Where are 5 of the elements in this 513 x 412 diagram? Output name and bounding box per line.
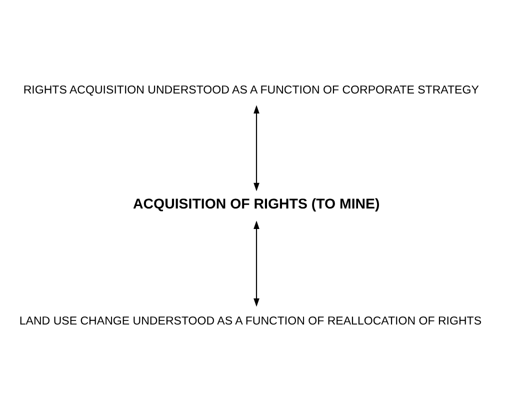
arrow bbox=[254, 220, 260, 307]
node-text: LAND USE CHANGE UNDERSTOOD AS A FUNCTION OF REALLOCATION OF RIGHTS bbox=[19, 315, 482, 328]
node-text: RIGHTS ACQUISITION UNDERSTOOD AS A FUNCTION OF CORPORATE STRATEGY bbox=[23, 84, 479, 97]
arrow bbox=[254, 105, 260, 192]
node-text: ACQUISITION OF RIGHTS (TO MINE) bbox=[133, 196, 380, 212]
